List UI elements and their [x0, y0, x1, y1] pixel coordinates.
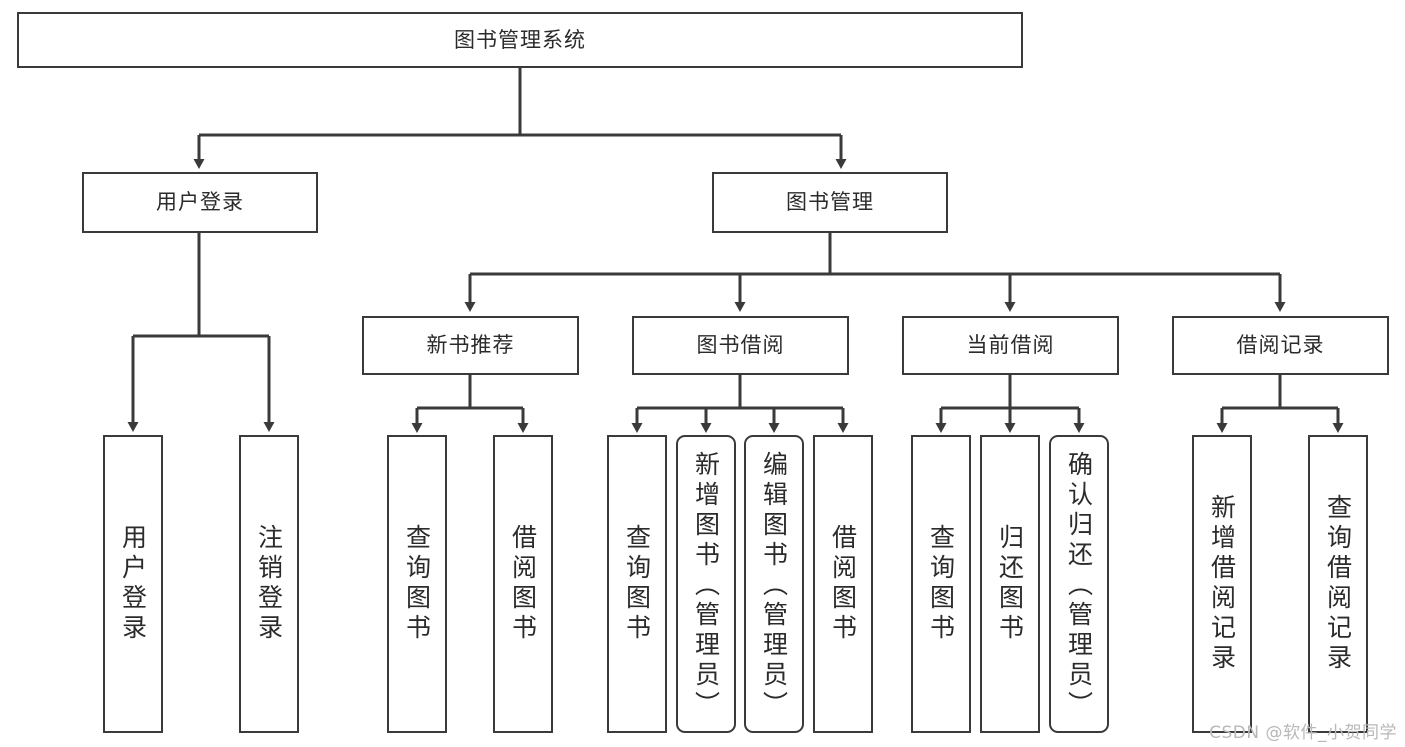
- node-leaf-return-book-label: 归还图书: [995, 524, 1025, 644]
- node-leaf-logout-label: 注销登录: [254, 524, 284, 644]
- node-root-label: 图书管理系统: [454, 27, 586, 52]
- node-leaf-borrow-book-1-label: 借阅图书: [508, 524, 538, 644]
- node-user-login[interactable]: 用户登录: [82, 172, 318, 233]
- node-book-borrow-label: 图书借阅: [696, 333, 785, 358]
- node-leaf-return-book[interactable]: 归还图书: [980, 435, 1040, 733]
- node-leaf-query-book-1[interactable]: 查询图书: [387, 435, 447, 733]
- node-leaf-query-record-label: 查询借阅记录: [1323, 494, 1353, 674]
- node-leaf-add-book[interactable]: 新增图书（管理员）: [676, 435, 736, 733]
- node-book-manage[interactable]: 图书管理: [712, 172, 948, 233]
- node-leaf-user-login[interactable]: 用户登录: [103, 435, 163, 733]
- node-leaf-user-login-label: 用户登录: [118, 524, 148, 644]
- node-new-book-recommend-label: 新书推荐: [426, 333, 515, 358]
- node-leaf-confirm-return[interactable]: 确认归还（管理员）: [1049, 435, 1109, 733]
- node-leaf-add-book-label: 新增图书（管理员）: [691, 451, 721, 721]
- node-leaf-add-record[interactable]: 新增借阅记录: [1192, 435, 1252, 733]
- node-leaf-query-record[interactable]: 查询借阅记录: [1308, 435, 1368, 733]
- node-leaf-edit-book-label: 编辑图书（管理员）: [759, 451, 789, 721]
- node-leaf-confirm-return-label: 确认归还（管理员）: [1064, 451, 1094, 721]
- watermark: CSDN @软件_小贺同学: [1209, 723, 1397, 743]
- node-book-manage-label: 图书管理: [786, 190, 874, 215]
- node-borrow-record[interactable]: 借阅记录: [1172, 316, 1389, 375]
- node-leaf-query-book-2-label: 查询图书: [622, 524, 652, 644]
- node-current-borrow[interactable]: 当前借阅: [902, 316, 1119, 375]
- node-leaf-borrow-book-1[interactable]: 借阅图书: [493, 435, 553, 733]
- node-leaf-borrow-book-2[interactable]: 借阅图书: [813, 435, 873, 733]
- node-leaf-query-book-3-label: 查询图书: [926, 524, 956, 644]
- node-new-book-recommend[interactable]: 新书推荐: [362, 316, 579, 375]
- node-leaf-edit-book[interactable]: 编辑图书（管理员）: [744, 435, 804, 733]
- node-borrow-record-label: 借阅记录: [1236, 333, 1325, 358]
- node-leaf-add-record-label: 新增借阅记录: [1207, 494, 1237, 674]
- node-user-login-label: 用户登录: [156, 190, 244, 215]
- node-leaf-borrow-book-2-label: 借阅图书: [828, 524, 858, 644]
- node-leaf-query-book-3[interactable]: 查询图书: [911, 435, 971, 733]
- node-root[interactable]: 图书管理系统: [17, 12, 1023, 68]
- node-leaf-query-book-1-label: 查询图书: [402, 524, 432, 644]
- node-leaf-logout[interactable]: 注销登录: [239, 435, 299, 733]
- node-leaf-query-book-2[interactable]: 查询图书: [607, 435, 667, 733]
- node-current-borrow-label: 当前借阅: [966, 333, 1055, 358]
- node-book-borrow[interactable]: 图书借阅: [632, 316, 849, 375]
